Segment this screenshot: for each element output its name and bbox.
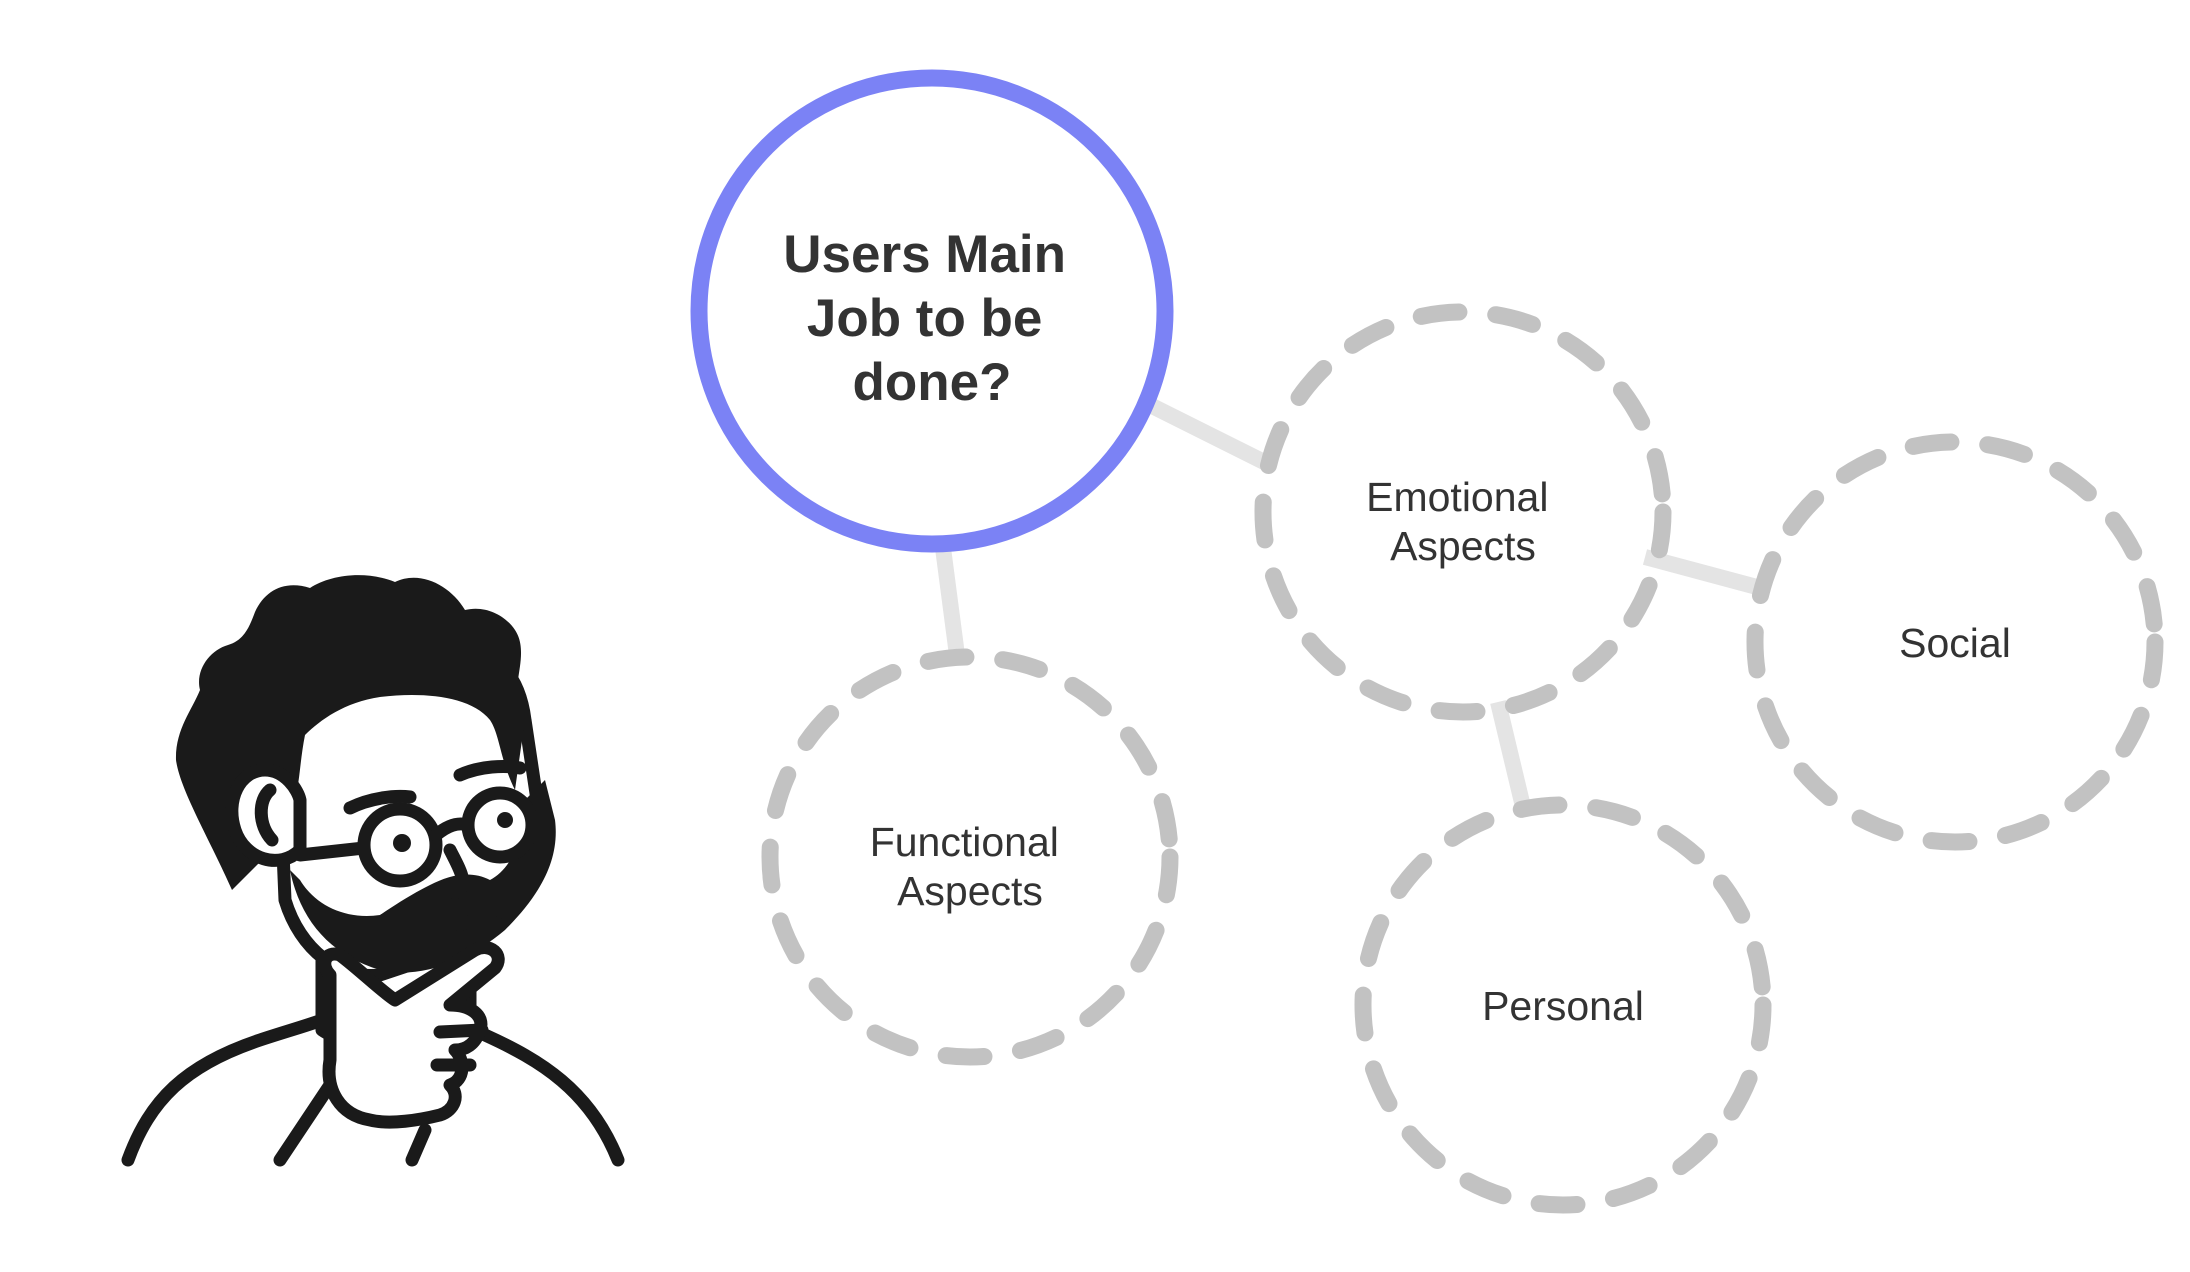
- main-job-label-line-1: Users Main: [783, 225, 1066, 284]
- main-job-node: Users Main Job to be done?: [690, 69, 1174, 553]
- social-label-line-1: Social: [1899, 620, 2011, 666]
- finger-line-1: [433, 1023, 489, 1039]
- connector-emotional-personal: [1490, 700, 1533, 817]
- shirt-outline: [121, 1008, 342, 1167]
- connectors: [935, 397, 1771, 817]
- emotional-aspects-label-line-1: Emotional: [1366, 474, 1548, 520]
- personal-node: Personal: [1354, 796, 1772, 1214]
- emotional-aspects-label-line-2: Aspects: [1390, 523, 1536, 569]
- main-job-label: Users Main Job to be done?: [783, 225, 1081, 412]
- functional-aspects-label-line-1: Functional: [870, 819, 1059, 865]
- social-node: Social: [1746, 433, 2164, 851]
- personal-label: Personal: [1482, 983, 1644, 1029]
- left-eyebrow: [343, 789, 417, 815]
- personal-label-line-1: Personal: [1482, 983, 1644, 1029]
- main-job-label-line-3: done?: [853, 353, 1012, 412]
- emotional-aspects-label: Emotional Aspects: [1366, 474, 1560, 569]
- nose: [443, 843, 470, 900]
- shirt-outline-right: [478, 1028, 625, 1167]
- left-eye: [393, 834, 411, 852]
- right-eyebrow: [453, 760, 527, 782]
- right-eye: [497, 812, 513, 828]
- functional-aspects-label-line-2: Aspects: [897, 868, 1043, 914]
- connector-emotional-social: [1642, 549, 1771, 598]
- thinking-person-icon: [121, 575, 625, 1167]
- social-label: Social: [1899, 620, 2011, 666]
- shirt-fold-right: [405, 1123, 432, 1167]
- emotional-aspects-ring: [1254, 303, 1672, 721]
- glasses-bridge: [429, 817, 475, 842]
- personal-ring: [1354, 796, 1772, 1214]
- ear-inner: [254, 783, 279, 847]
- main-job-ring: [690, 69, 1174, 553]
- connector-main-emotional: [1146, 397, 1274, 473]
- glasses-temple: [293, 841, 371, 862]
- functional-aspects-label: Functional Aspects: [870, 819, 1071, 914]
- mouth: [453, 914, 507, 932]
- functional-aspects-node: Functional Aspects: [761, 648, 1179, 1066]
- functional-aspects-ring: [761, 648, 1179, 1066]
- emotional-aspects-node: Emotional Aspects: [1254, 303, 1672, 721]
- social-ring: [1746, 433, 2164, 851]
- hand: [318, 941, 505, 1129]
- main-job-label-line-2: Job to be: [807, 289, 1043, 348]
- connector-main-functional: [935, 546, 965, 657]
